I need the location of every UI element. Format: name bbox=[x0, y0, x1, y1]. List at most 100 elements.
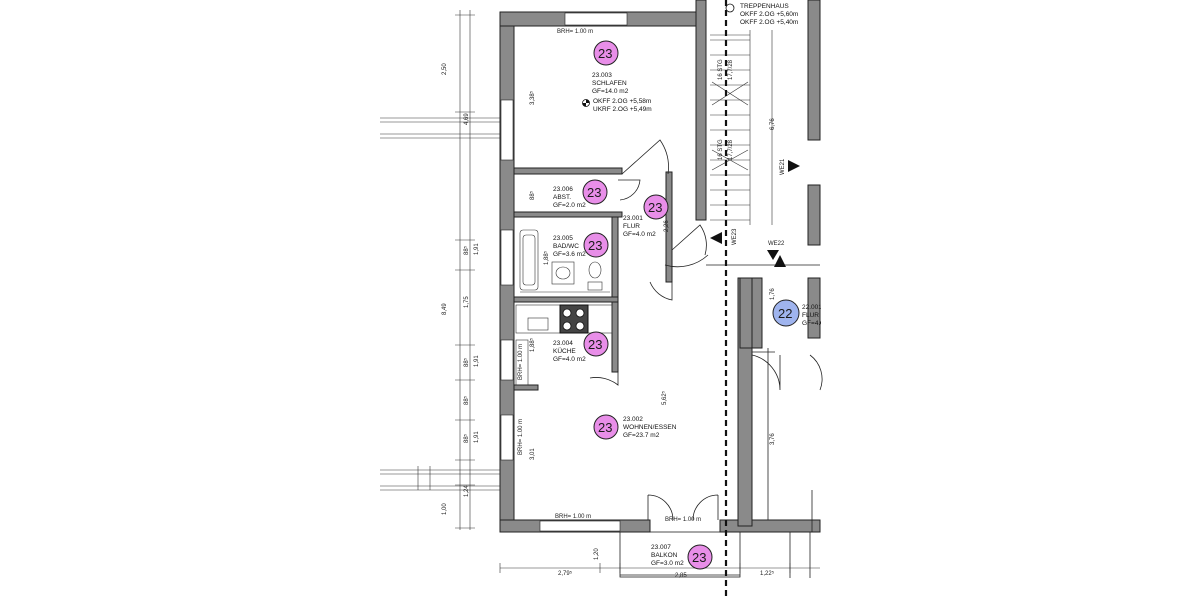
badge-bad-number: 23 bbox=[588, 238, 602, 253]
room-flur-name: FLUR bbox=[623, 223, 640, 230]
dim-left-inner-9: 1,91 bbox=[474, 431, 480, 443]
brh-left-kitchen: BRH= 1.00 m bbox=[518, 344, 524, 380]
balcony-outline bbox=[619, 531, 811, 578]
room-flur-code: 23.001 bbox=[623, 215, 643, 222]
brh-labels: BRH= 1.00 m BRH= 1.00 m BRH= 1.00 m BRH=… bbox=[518, 29, 701, 523]
bottom-dimension-chain: 2,79⁵ 1,20 2,85 1,22⁵ bbox=[499, 548, 820, 579]
dim-bedroom-height: 3,38⁵ bbox=[529, 90, 536, 105]
unit-23-walls bbox=[499, 11, 821, 533]
dim-flur22-depth: 3,76 bbox=[770, 433, 776, 445]
room-schlafen-code: 23.003 bbox=[592, 72, 612, 79]
entrance-we21: WE21 bbox=[780, 158, 786, 175]
brh-left-living: BRH= 1.00 m bbox=[518, 419, 524, 455]
stair-level-2: OKFF 2.OG +5,40m bbox=[740, 19, 798, 26]
dim-left-inner-2: 88⁵ bbox=[463, 245, 470, 255]
dim-left-inner-3: 1,91 bbox=[474, 243, 480, 255]
room-bad-name: BAD/WC bbox=[553, 243, 579, 250]
badge-flur22-number: 22 bbox=[778, 306, 792, 321]
dim-bottom-4: 1,22⁵ bbox=[760, 570, 775, 577]
badge-flur22 bbox=[772, 299, 800, 327]
dim-stair-length: 6,76 bbox=[770, 118, 776, 130]
left-dimension-chains: 2,50 8,49 1,00 4,69 88⁵ 1,91 1,75 88⁵ 1,… bbox=[442, 10, 480, 530]
room-flur22-code: 22.001 bbox=[802, 304, 822, 311]
room-kueche-code: 23.004 bbox=[553, 340, 573, 347]
badge-balkon bbox=[687, 544, 713, 570]
badge-flur-number: 23 bbox=[648, 200, 662, 215]
brh-bottom-left: BRH= 1.00 m bbox=[555, 514, 591, 520]
room-abst-area: GF=2.0 m2 bbox=[553, 202, 586, 209]
room-schlafen-area: GF=14.0 m2 bbox=[592, 88, 629, 95]
stair-title: TREPPENHAUS bbox=[740, 3, 789, 10]
unit-22-walls bbox=[739, 277, 821, 532]
badge-kueche bbox=[583, 331, 609, 357]
stair-level-1: OKFF 2.OG +5,60m bbox=[740, 11, 798, 18]
badge-schlafen bbox=[593, 40, 619, 66]
brh-bottom-door: BRH= 1.00 m bbox=[665, 517, 701, 523]
dim-left-outer-2: 8,49 bbox=[442, 303, 448, 315]
dim-bottom-1: 2,79⁵ bbox=[558, 570, 573, 577]
badge-abst-number: 23 bbox=[587, 185, 601, 200]
bathroom-fixtures bbox=[519, 229, 610, 293]
room-schlafen-level-1: OKFF 2.OG +5,58m bbox=[593, 98, 651, 105]
room-wohnen-code: 23.002 bbox=[623, 416, 643, 423]
badge-balkon-number: 23 bbox=[692, 550, 706, 565]
dim-left-inner-7: 88⁵ bbox=[463, 395, 470, 405]
room-balkon-code: 23.007 bbox=[651, 544, 671, 551]
room-flur-area: GF=4.0 m2 bbox=[623, 231, 656, 238]
room-flur22-area: GF=4.0 bbox=[802, 320, 824, 327]
room-schlafen-level-2: UKRF 2.OG +5,49m bbox=[593, 106, 652, 113]
room-wohnen-area: GF=23.7 m2 bbox=[623, 432, 660, 439]
badge-flur bbox=[643, 194, 669, 220]
stairwell-labels: TREPPENHAUS OKFF 2.OG +5,60m OKFF 2.OG +… bbox=[718, 3, 798, 247]
room-bad-area: GF=3.6 m2 bbox=[553, 251, 586, 258]
crop-mask bbox=[821, 290, 1200, 340]
doors bbox=[589, 139, 823, 521]
badge-abst bbox=[582, 179, 608, 205]
room-kueche-area: GF=4.0 m2 bbox=[553, 356, 586, 363]
dim-bottom-2: 1,20 bbox=[594, 548, 600, 560]
dim-living-depth: 5,62⁵ bbox=[661, 390, 668, 405]
stair-steps-1: 16 STG bbox=[718, 59, 724, 80]
room-abst-name: ABST. bbox=[553, 194, 571, 201]
badge-schlafen-number: 23 bbox=[598, 46, 612, 61]
dim-left-inner-5: 88⁵ bbox=[463, 357, 470, 367]
room-abst-code: 23.006 bbox=[553, 186, 573, 193]
stair-steps-2: 16 STG bbox=[718, 139, 724, 160]
room-balkon-name: BALKON bbox=[651, 552, 678, 559]
dim-kitchen-height: 1,88⁵ bbox=[529, 337, 536, 352]
dim-left-inner-6: 1,91 bbox=[474, 355, 480, 367]
room-schlafen-name: SCHLAFEN bbox=[592, 80, 627, 87]
dim-left-inner-4: 1,75 bbox=[464, 296, 470, 308]
level-marker-fill-icon bbox=[582, 99, 590, 107]
dim-left-outer-1: 2,50 bbox=[442, 63, 448, 75]
dim-left-inner-1: 4,69 bbox=[464, 113, 470, 125]
dim-left-inner-10: 1,24 bbox=[464, 485, 470, 497]
dim-bath-height: 1,88⁵ bbox=[543, 250, 550, 265]
kitchen-fixtures bbox=[515, 304, 613, 386]
room-labels: 23 23.003 SCHLAFEN GF=14.0 m2 OKFF 2.OG … bbox=[553, 40, 824, 570]
brh-top: BRH= 1.00 m bbox=[557, 29, 593, 35]
interior-dimensions: 3,38⁵ 88⁵ 1,88⁵ 1,88⁵ 3,01 5,62⁵ 2,26 6,… bbox=[529, 90, 776, 460]
dim-flur22-top: 1,76 bbox=[770, 288, 776, 300]
dim-left-inner-8: 88⁵ bbox=[463, 433, 470, 443]
room-wohnen-name: WOHNEN/ESSEN bbox=[623, 424, 677, 431]
badge-bad bbox=[583, 232, 609, 258]
entrance-we23: WE23 bbox=[732, 228, 738, 245]
badge-kueche-number: 23 bbox=[588, 337, 602, 352]
dim-left-outer-3: 1,00 bbox=[442, 503, 448, 515]
room-kueche-name: KÜCHE bbox=[553, 347, 576, 355]
room-bad-code: 23.005 bbox=[553, 235, 573, 242]
exterior-railings bbox=[380, 117, 500, 491]
stair-riser-2: 17,7/28 bbox=[728, 139, 734, 160]
badge-wohnen bbox=[593, 414, 619, 440]
room-flur22-name: FLUR bbox=[802, 312, 819, 319]
stairwell bbox=[695, 0, 821, 267]
dim-bottom-3: 2,85 bbox=[675, 573, 687, 579]
stair-riser-1: 17,7/28 bbox=[728, 59, 734, 80]
room-balkon-area: GF=3.0 m2 bbox=[651, 560, 684, 567]
dim-living-window: 3,01 bbox=[530, 448, 536, 460]
dim-flur-width: 2,26 bbox=[664, 220, 670, 232]
badge-wohnen-number: 23 bbox=[598, 420, 612, 435]
dim-abst-height: 88⁵ bbox=[529, 190, 536, 200]
